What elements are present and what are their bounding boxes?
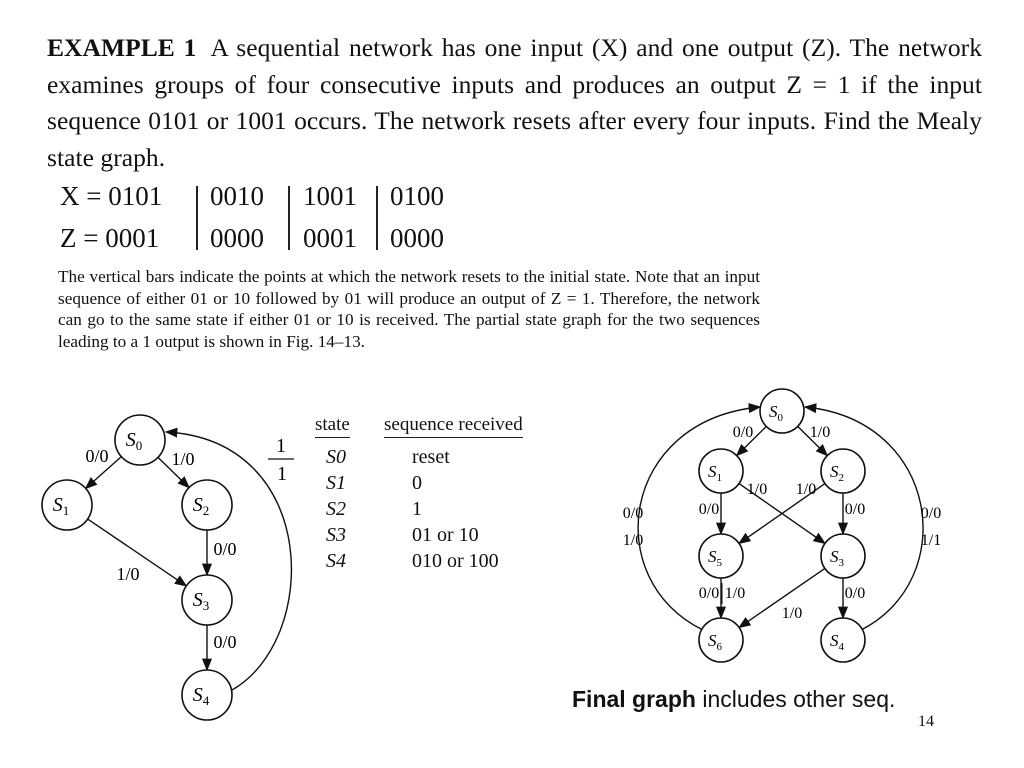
edge-label-s1-s5: 0/0	[699, 501, 719, 518]
final-graph-caption: Final graph includes other seq.	[572, 686, 895, 713]
edge-label-s1-s3: 1/0	[116, 564, 139, 584]
reset-bar-1	[196, 186, 198, 250]
x-group-4: 0100	[390, 181, 444, 211]
state-node-s5: S5	[698, 533, 744, 579]
example-text: A sequential network has one input (X) a…	[47, 33, 983, 172]
edge-label-s4-s0-a: 0/0	[921, 505, 941, 522]
state-node-s0: S0	[759, 388, 805, 434]
state-node-s6: S6	[698, 617, 744, 663]
table-row-state: S4	[326, 550, 346, 572]
edge-label-s4-s0-input: 1	[276, 435, 286, 457]
edge-label-s4-s0-output: 1	[277, 463, 287, 485]
table-row-seq: 0	[412, 472, 422, 494]
example-heading: EXAMPLE 1	[47, 33, 197, 62]
table-row-seq: 010 or 100	[412, 550, 499, 572]
edge-label-s4-s0-b: 1/1	[921, 532, 941, 549]
edge-label-s0-s2: 1/0	[810, 424, 830, 441]
table-row-state: S2	[326, 498, 346, 520]
z-group-3: 0001	[303, 223, 357, 253]
page-number: 14	[918, 713, 934, 730]
edge-s3-s6	[738, 567, 826, 629]
x-group-3: 1001	[303, 181, 357, 211]
state-node-s1: S1	[41, 479, 93, 531]
edge-label-s3-s6: 1/0	[782, 605, 802, 622]
edge-label-s5-s6-b: 1/0	[725, 585, 745, 602]
final-state-graph: 0/0 1/0 0/0 1/0 1/0 0/0 0/0 1/0 1/0 0/0 0/0 1/0 0/0 1…	[623, 388, 941, 663]
state-node-s2: S2	[820, 448, 866, 494]
edge-label-s1-s3: 1/0	[747, 481, 767, 498]
state-node-s4: S4	[181, 669, 233, 721]
state-node-s3: S3	[181, 574, 233, 626]
z-group-4: 0000	[390, 223, 444, 253]
x-group-2: 0010	[210, 181, 264, 211]
edge-label-s0-s2: 1/0	[171, 449, 194, 469]
state-node-s4: S4	[820, 617, 866, 663]
edge-label-s6-s0-a: 0/0	[623, 505, 643, 522]
table-row-seq: 01 or 10	[412, 524, 479, 546]
table-row-state: S3	[326, 524, 346, 546]
edge-label-s0-s1: 0/0	[85, 446, 108, 466]
caption-rest: includes other seq.	[695, 686, 896, 712]
state-node-s1: S1	[698, 448, 744, 494]
edge-label-s3-s4: 0/0	[213, 632, 236, 652]
state-node-s2: S2	[181, 479, 233, 531]
edge-s4-s0	[803, 403, 924, 631]
caption-bold: Final graph	[572, 686, 696, 712]
edge-s2-s5	[738, 483, 826, 545]
table-row-state: S1	[326, 472, 346, 494]
edge-s0-s1	[735, 425, 767, 457]
edge-s1-s3	[87, 518, 188, 587]
edge-label-s5-s6-a: 0/0	[699, 585, 719, 602]
table-header-sequence: sequence received	[384, 414, 523, 438]
edge-label-s3-s4: 0/0	[845, 585, 865, 602]
z-group-2: 0000	[210, 223, 264, 253]
table-row-state: S0	[326, 446, 346, 468]
reset-bar-3	[376, 186, 378, 250]
explanation-note: The vertical bars indicate the points at…	[58, 267, 760, 351]
x-sequence-label: X = 0101	[60, 181, 163, 211]
edge-label-s0-s1: 0/0	[733, 424, 753, 441]
table-header-state: state	[315, 414, 350, 438]
edge-s0-s2	[157, 456, 190, 489]
edge-label-s2-s5: 1/0	[796, 481, 816, 498]
edge-s6-s0	[637, 403, 762, 631]
edge-label-s6-s0-b: 1/0	[623, 532, 643, 549]
table-row-seq: reset	[412, 446, 450, 468]
edge-label-s2-s3: 0/0	[845, 501, 865, 518]
edge-s0-s1	[84, 456, 122, 490]
z-sequence-label: Z = 0001	[60, 223, 160, 253]
state-node-s3: S3	[820, 533, 866, 579]
edge-s4-s0	[164, 427, 292, 691]
reset-bar-2	[288, 186, 290, 250]
edge-s0-s2	[797, 425, 829, 457]
table-row-seq: 1	[412, 498, 422, 520]
state-node-s0: S0	[114, 414, 166, 466]
edge-label-s2-s3: 0/0	[213, 539, 236, 559]
